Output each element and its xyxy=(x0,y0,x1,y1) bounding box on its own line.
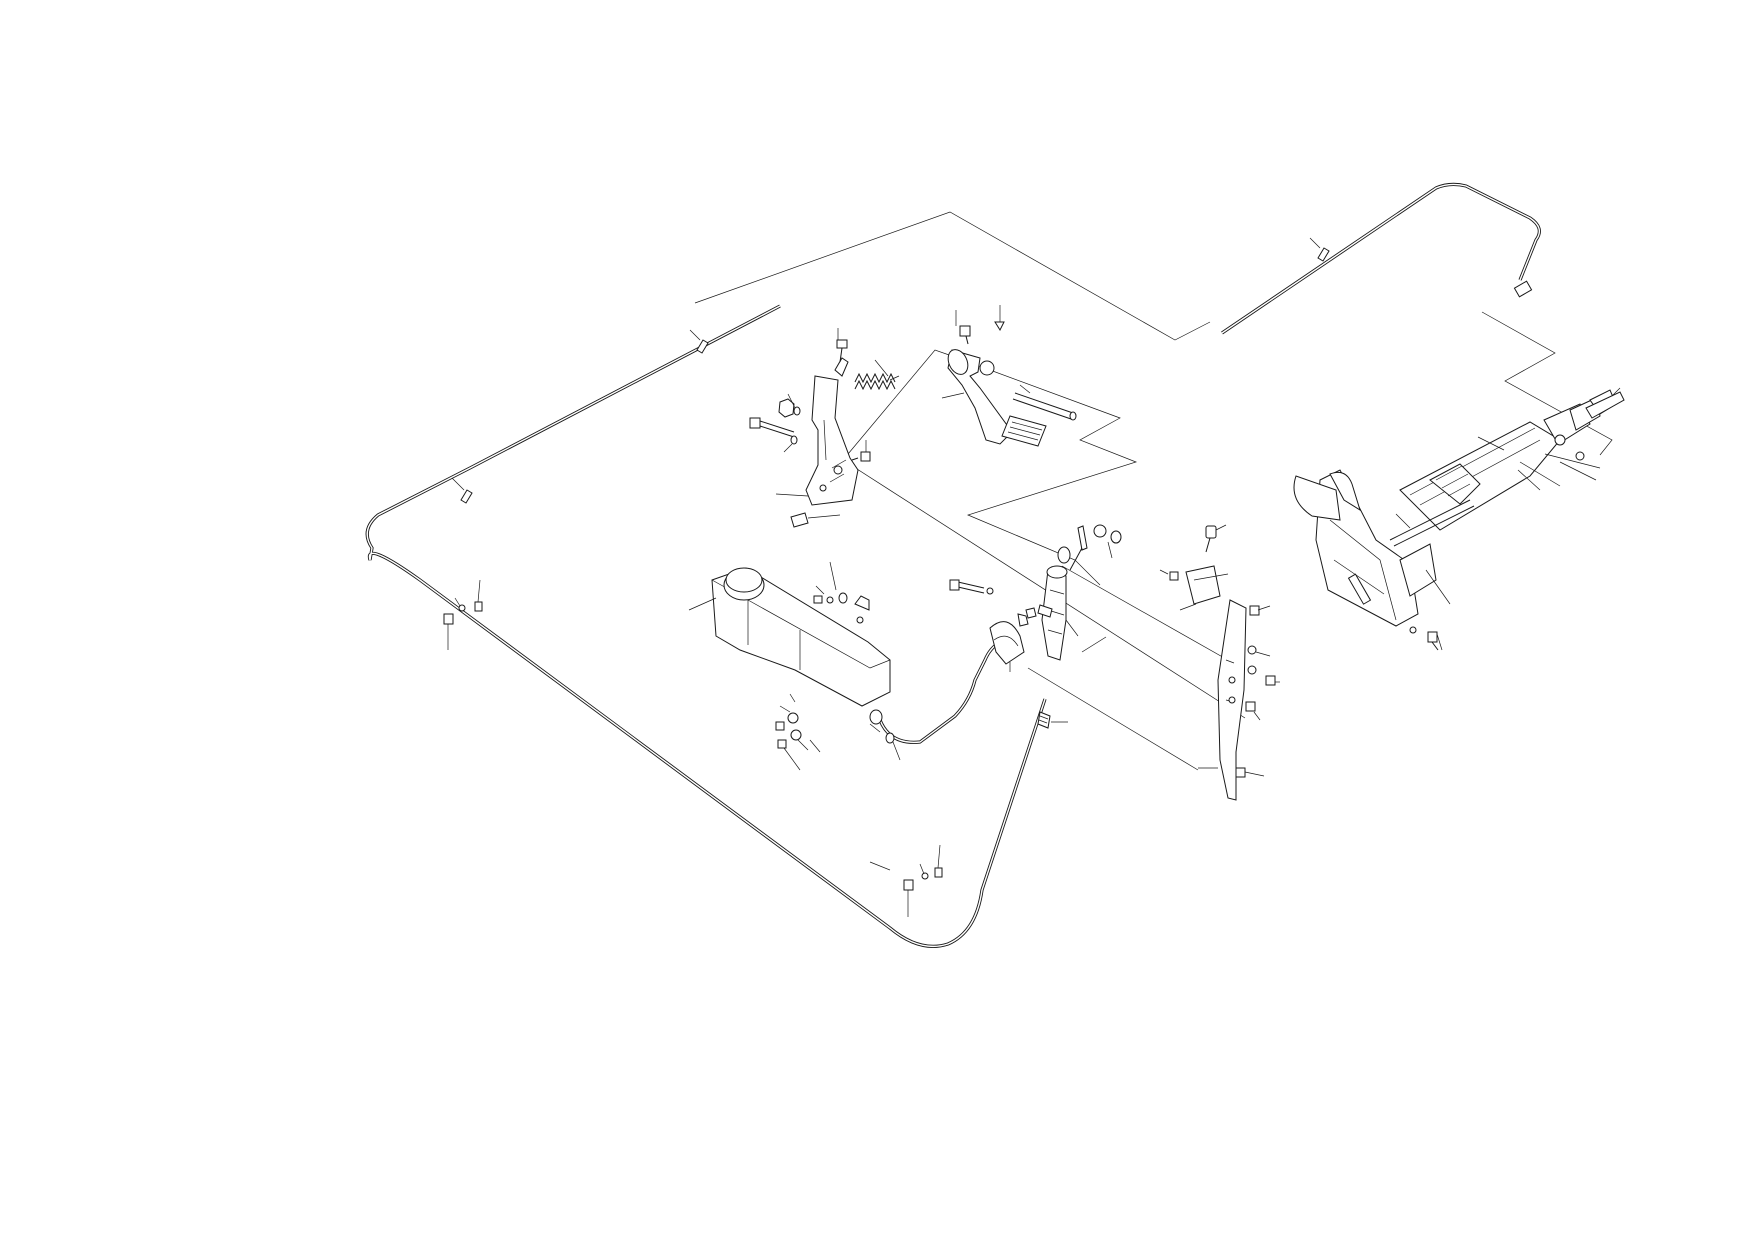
pedal-bolt xyxy=(955,310,971,345)
bracket-bolt-top xyxy=(836,328,848,363)
master-cylinder-assembly xyxy=(949,524,1122,729)
small-bolt-left xyxy=(1159,569,1179,581)
pipe-clip-4 xyxy=(903,879,914,917)
pedal-bracket-assembly xyxy=(749,328,900,528)
master-bolt xyxy=(949,579,994,595)
clip-screws xyxy=(454,579,943,880)
reservoir-screw-lower-2 xyxy=(777,729,809,771)
assembly-center-lines xyxy=(694,211,1613,771)
bracket-long-bolt xyxy=(749,417,795,438)
booster-inlet-fitting xyxy=(1585,387,1625,419)
pedal-pivot-shaft xyxy=(1012,392,1077,421)
dust-boot xyxy=(989,621,1025,672)
gasket-plate xyxy=(1185,565,1221,605)
pipe-clip-1 xyxy=(689,329,709,354)
pipe-clip-2 xyxy=(451,477,473,504)
fitting-nut xyxy=(1017,613,1029,627)
pedal-stop xyxy=(790,512,841,528)
clip-screw-a xyxy=(454,579,483,612)
breather-valve xyxy=(1205,524,1227,553)
clutch-booster-assembly xyxy=(1293,387,1625,651)
fluid-reservoir-assembly xyxy=(688,561,1001,771)
pipe-clip-3 xyxy=(443,613,454,650)
booster-mount-bolt xyxy=(1409,626,1443,651)
bracket-washer-1 xyxy=(787,393,801,416)
pedal-clip xyxy=(994,305,1005,332)
hydraulic-pipe-line xyxy=(365,182,1541,948)
push-rod-fork xyxy=(1077,525,1088,551)
hose-clamp-lower xyxy=(869,709,883,733)
hose-clamp-mid xyxy=(885,732,901,761)
bracket-bolts-right xyxy=(1198,605,1280,778)
bracket-washer-2 xyxy=(783,435,798,453)
return-spring xyxy=(854,359,900,391)
inlet-fitting xyxy=(1025,604,1053,619)
clip-screw-b xyxy=(919,844,943,880)
pipe-clips xyxy=(443,237,1330,917)
pipe-connector xyxy=(1037,711,1068,729)
master-washer xyxy=(1093,524,1122,559)
clutch-pedal-assembly xyxy=(941,305,1077,447)
reservoir-screw-lower-1 xyxy=(775,705,799,731)
mounting-bracket-assembly xyxy=(1159,524,1280,801)
bracket-nut xyxy=(778,398,795,418)
reservoir-screw-top xyxy=(813,561,848,604)
bracket-bolt-side xyxy=(851,440,871,462)
pipe-clip-5 xyxy=(1309,237,1330,262)
